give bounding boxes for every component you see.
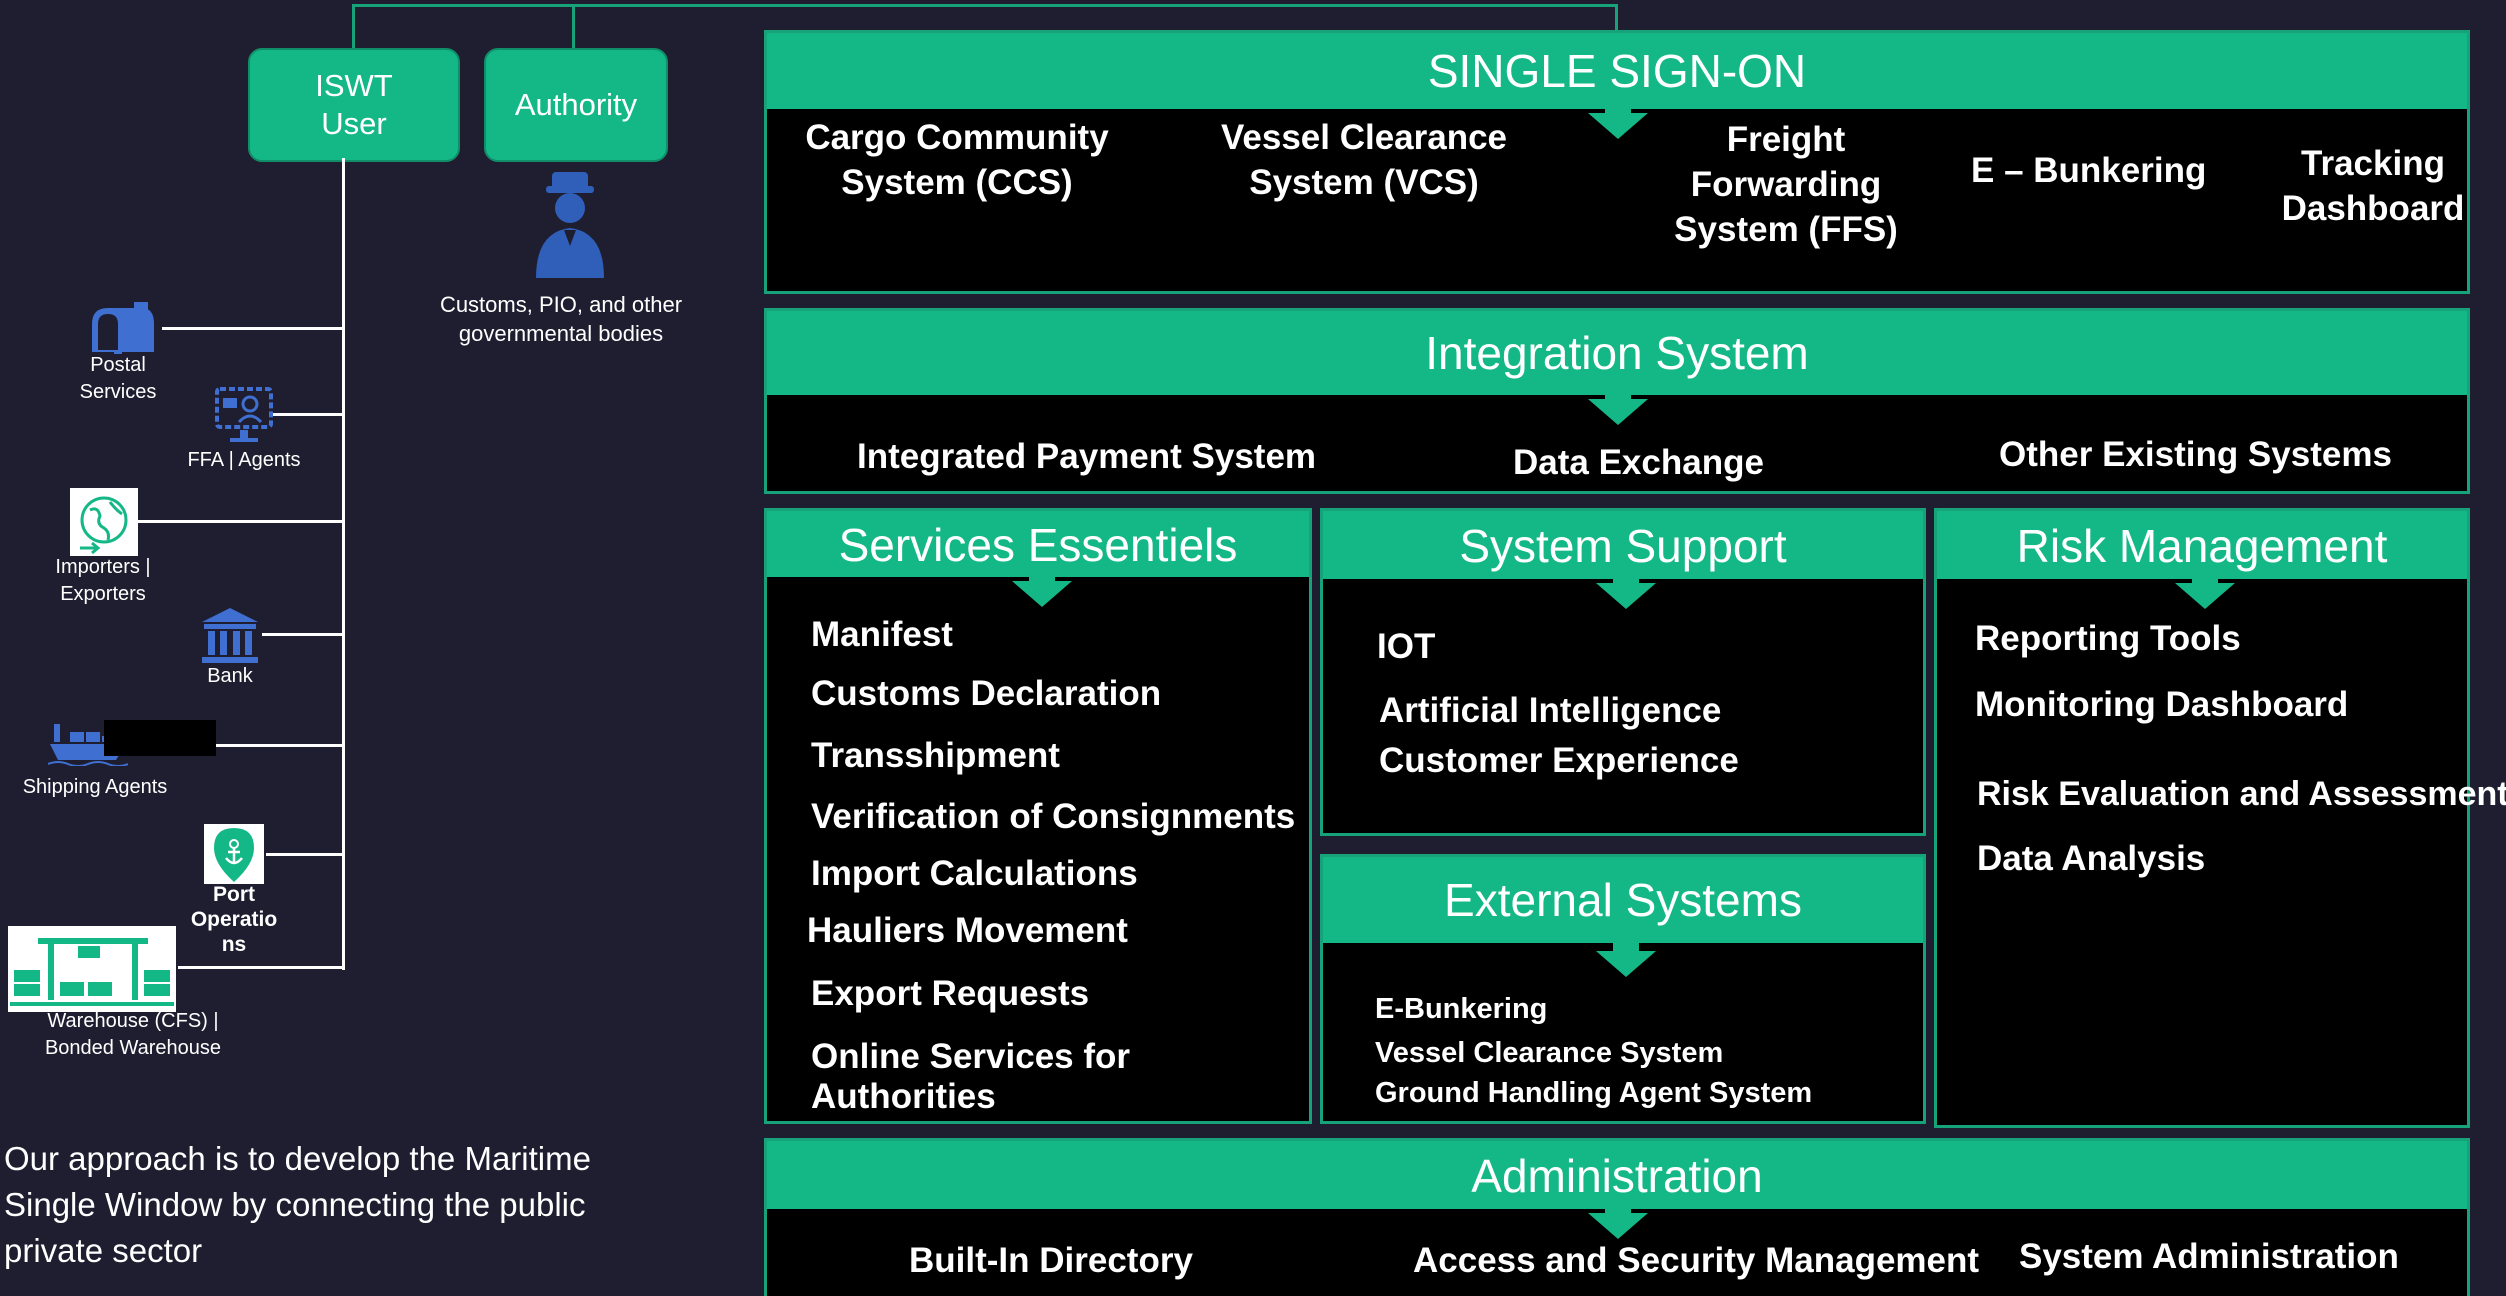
admin-item-sysadmin[interactable]: System Administration (2019, 1237, 2399, 1276)
warehouse-icon (8, 926, 176, 1012)
support-item-ai[interactable]: Artificial Intelligence (1379, 691, 1722, 730)
admin-arrow (1588, 1213, 1648, 1239)
services-item-hauliers[interactable]: Hauliers Movement (807, 911, 1128, 950)
panel-title-admin: Administration (767, 1141, 2467, 1209)
port-label-line-2: Operatio (190, 908, 278, 931)
external-item-ground[interactable]: Ground Handling Agent System (1375, 1077, 1813, 1109)
approach-note: Our approach is to develop the Maritime … (4, 1136, 684, 1274)
support-item-iot[interactable]: IOT (1377, 627, 1436, 666)
services-item-manifest[interactable]: Manifest (811, 615, 953, 654)
integration-item-payment[interactable]: Integrated Payment System (857, 437, 1317, 476)
risk-item-evaluation[interactable]: Risk Evaluation and Assessment (1977, 775, 2506, 813)
sso-item-ebunkering[interactable]: E – Bunkering (1971, 151, 2207, 190)
officer-icon (536, 172, 604, 278)
warehouse-label: Warehouse (CFS) | Bonded Warehouse (44, 1010, 222, 1059)
services-item-customs[interactable]: Customs Declaration (811, 674, 1162, 713)
integration-arrow-stem (1605, 393, 1631, 401)
support-arrow-stem (1613, 577, 1639, 585)
panel-system-support: System Support IOT Artificial Intelligen… (1320, 508, 1926, 836)
external-item-vessel[interactable]: Vessel Clearance System (1375, 1037, 1724, 1069)
panel-title-external: External Systems (1323, 857, 1923, 943)
mailbox-icon (92, 302, 154, 354)
agent-monitor-icon (215, 387, 273, 442)
risk-item-monitoring[interactable]: Monitoring Dashboard (1975, 685, 2349, 724)
approach-note-main: Our approach is to develop the Maritime … (4, 1140, 591, 1223)
tree-trunk (342, 158, 345, 970)
integration-item-other[interactable]: Other Existing Systems (1999, 435, 2392, 474)
panel-external-systems: External Systems E-Bunkering Vessel Clea… (1320, 854, 1926, 1124)
services-arrow-stem (1029, 575, 1055, 583)
sso-item-ffs[interactable]: Freight Forwarding System (FFS) (1674, 120, 1898, 249)
risk-arrow (2175, 583, 2235, 609)
branch-bank (262, 633, 344, 636)
support-arrow (1596, 583, 1656, 609)
panel-title-sso: SINGLE SIGN-ON (767, 33, 2467, 109)
branch-postal (162, 327, 344, 330)
external-item-ebunkering[interactable]: E-Bunkering (1375, 993, 1548, 1025)
iswt-user-label: ISWT User (315, 68, 393, 141)
sso-item-vcs[interactable]: Vessel Clearance System (VCS) (1220, 118, 1508, 202)
panel-integration-system: Integration System Integrated Payment Sy… (764, 308, 2470, 494)
integration-arrow (1588, 399, 1648, 425)
bank-icon (202, 608, 258, 663)
admin-item-directory[interactable]: Built-In Directory (909, 1241, 1193, 1280)
admin-arrow-stem (1605, 1207, 1631, 1215)
branch-warehouse (178, 966, 344, 969)
risk-arrow-stem (2192, 577, 2218, 585)
panel-title-services: Services Essentiels (767, 511, 1309, 577)
services-arrow (1012, 581, 1072, 607)
authority-label: Authority (514, 87, 638, 122)
branch-ffa (272, 413, 344, 416)
bank-label: Bank (207, 665, 253, 687)
authority-box[interactable]: Authority (484, 48, 668, 162)
risk-item-analysis[interactable]: Data Analysis (1977, 839, 2206, 878)
sso-arrow (1588, 113, 1648, 139)
services-item-online[interactable]: Online Services for Authorities (811, 1037, 1131, 1116)
globe-trade-icon (70, 488, 138, 556)
approach-note-end: private sector (4, 1232, 203, 1269)
risk-item-reporting[interactable]: Reporting Tools (1975, 619, 2241, 658)
branch-importers (138, 520, 344, 523)
branch-port (266, 853, 344, 856)
port-label-line-3: ns (221, 933, 247, 956)
panel-title-integration: Integration System (767, 311, 2467, 395)
services-item-transshipment[interactable]: Transshipment (811, 736, 1060, 775)
port-pin-icon (204, 824, 264, 884)
postal-label: Postal Services (79, 354, 157, 403)
services-item-verification[interactable]: Verification of Consignments (811, 797, 1296, 836)
sso-arrow-stem (1605, 107, 1631, 115)
ffa-label: FFA | Agents (187, 449, 301, 471)
connector-top (352, 4, 1617, 7)
external-arrow-stem (1613, 941, 1639, 953)
importers-label: Importers | Exporters (55, 556, 151, 605)
services-item-export[interactable]: Export Requests (811, 974, 1090, 1013)
authority-caption: Customs, PIO, and other governmental bod… (439, 292, 683, 346)
external-arrow (1596, 951, 1656, 977)
shipping-label: Shipping Agents (22, 776, 168, 798)
connector-sso-drop (1615, 4, 1618, 34)
port-label: Port Operatio ns (180, 882, 288, 957)
services-item-import[interactable]: Import Calculations (811, 854, 1138, 893)
panel-risk-management: Risk Management Reporting Tools Monitori… (1934, 508, 2506, 1128)
sso-item-tracking[interactable]: Tracking Dashboard (2281, 144, 2465, 228)
sso-item-ccs[interactable]: Cargo Community System (CCS) (805, 118, 1109, 202)
branch-shipping (208, 744, 344, 747)
connector-iswt-drop (352, 4, 355, 50)
panel-title-support: System Support (1323, 511, 1923, 579)
port-label-line-1: Port (213, 883, 255, 906)
integration-item-data-exchange[interactable]: Data Exchange (1513, 443, 1764, 482)
panel-administration: Administration Built-In Directory Access… (764, 1138, 2470, 1296)
connector-authority-drop (572, 4, 575, 50)
admin-item-access[interactable]: Access and Security Management (1413, 1241, 1980, 1280)
redaction-block (104, 720, 216, 756)
support-item-cx[interactable]: Customer Experience (1379, 741, 1739, 780)
iswt-user-box[interactable]: ISWT User (248, 48, 460, 162)
panel-title-risk: Risk Management (1937, 511, 2467, 579)
panel-services-essentiels: Services Essentiels Manifest Customs Dec… (764, 508, 1312, 1124)
panel-single-sign-on: SINGLE SIGN-ON Cargo Community System (C… (764, 30, 2470, 294)
